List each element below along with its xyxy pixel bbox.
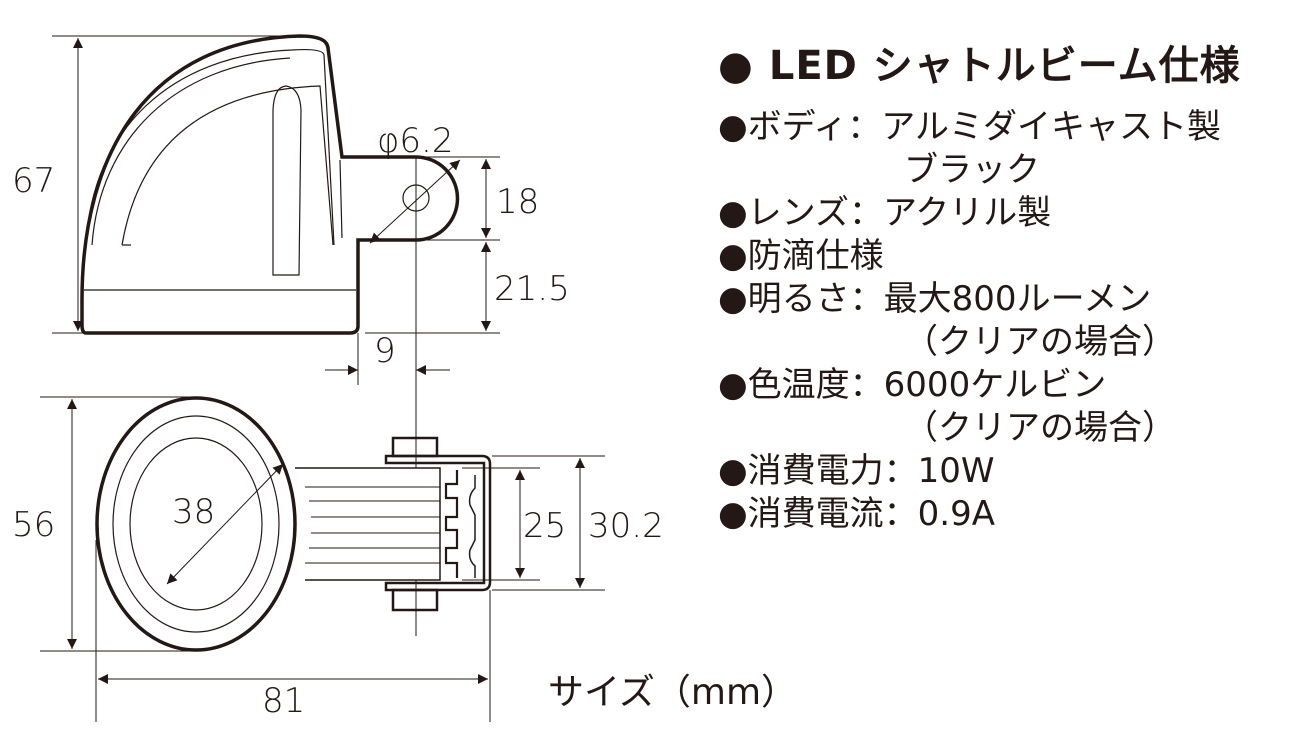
spec-row: ●色温度：6000ケルビン — [718, 364, 1298, 407]
bolt-bottom — [391, 588, 439, 612]
dim-lens: 38 — [172, 492, 215, 532]
spec-label: ●消費電力： — [718, 451, 918, 491]
spec-row: ●防滴仕様 — [718, 235, 1298, 278]
spec-label: ●ボディ： — [718, 107, 882, 147]
spec-label: ●防滴仕様 — [718, 236, 884, 276]
spec-row: ●明るさ：最大800ルーメン — [718, 278, 1298, 321]
spec-value: アクリル製 — [883, 193, 1052, 233]
dim-height: 67 — [12, 161, 55, 201]
dim-depth: 56 — [12, 505, 55, 545]
spec-list: ● LED シャトルビーム仕様 ●ボディ：アルミダイキャスト製 ブラック ●レン… — [718, 40, 1298, 536]
spec-row: ●ボディ：アルミダイキャスト製 — [718, 106, 1298, 149]
dim-offset: 9 — [374, 331, 396, 371]
housing-outline — [80, 34, 460, 335]
front-view — [40, 396, 605, 722]
spec-label: ●消費電流： — [718, 494, 918, 534]
dim-tab: 18 — [496, 182, 539, 222]
spec-row: ●消費電流：0.9A — [718, 493, 1298, 536]
dim-outer-bracket: 30.2 — [588, 506, 664, 546]
housing-ring — [95, 396, 297, 652]
dim-lower: 21.5 — [494, 269, 570, 309]
bolt-top — [391, 436, 439, 458]
bracket — [384, 454, 492, 592]
spec-label: ●色温度： — [718, 365, 884, 405]
side-view — [52, 34, 500, 636]
spec-value: 6000ケルビン — [883, 365, 1107, 405]
spec-value: 0.9A — [917, 494, 996, 534]
spec-value: 最大800ルーメン — [883, 279, 1152, 319]
spec-label: ●明るさ： — [718, 279, 884, 319]
size-unit-label: サイズ（mm） — [548, 672, 798, 713]
dim-width: 81 — [262, 681, 305, 721]
spec-label: ●レンズ： — [718, 193, 883, 233]
spec-continuation: ブラック — [904, 150, 1040, 190]
spec-continuation: （クリアの場合） — [904, 408, 1176, 448]
dim-hole: φ6.2 — [377, 121, 454, 161]
spec-title: ● LED シャトルビーム仕様 — [718, 43, 1241, 89]
spec-row: ●レンズ：アクリル製 — [718, 192, 1298, 235]
spec-continuation: （クリアの場合） — [904, 322, 1176, 362]
spec-value: アルミダイキャスト製 — [881, 107, 1221, 147]
spec-row: ●消費電力：10W — [718, 450, 1298, 493]
spec-value: 10W — [917, 451, 995, 491]
dim-inner-bracket: 25 — [523, 506, 566, 546]
